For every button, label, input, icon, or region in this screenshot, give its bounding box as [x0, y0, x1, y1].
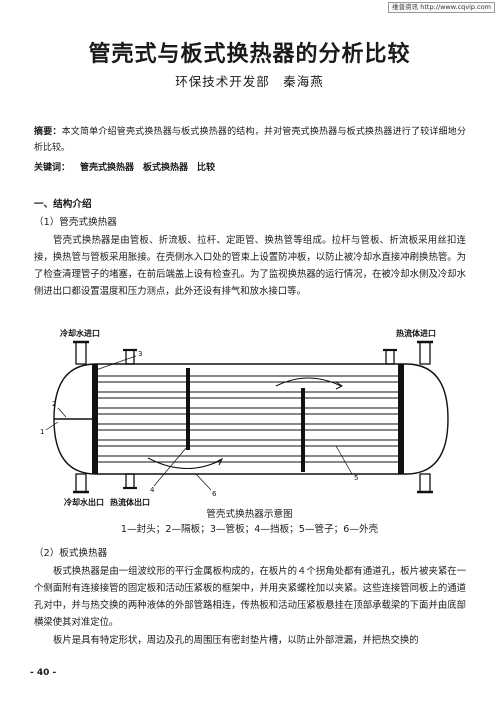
abstract-label: 摘要：	[34, 127, 62, 137]
source-watermark: 维普资讯 http://www.cqvip.com	[388, 2, 495, 13]
bottom-right-nozzle	[417, 473, 433, 494]
top-mid-nozzle-right	[383, 348, 397, 365]
article-title: 管壳式与板式换热器的分析比较	[88, 42, 411, 67]
label-hot-fluid-inlet: 热流体进口	[396, 328, 436, 338]
author-line: 环保技术开发部 秦海燕	[175, 74, 324, 89]
bottom-left-nozzle	[73, 473, 89, 494]
part-number-2: 2	[52, 400, 56, 408]
flow-arrows	[147, 377, 343, 469]
baffles	[186, 368, 305, 472]
label-hot-fluid-outlet: 热流体出口	[110, 497, 150, 507]
part-number-1: 1	[40, 428, 44, 436]
top-right-nozzle	[417, 340, 433, 365]
paragraph-plate-continued: 板片是具有特定形状，周边及孔的周围压有密封垫片槽，以防止外部泄漏，并把热交换的	[53, 635, 419, 646]
part-number-3: 3	[138, 350, 142, 358]
label-cooling-water-outlet: 冷却水出口	[64, 497, 104, 507]
part-number-5: 5	[354, 474, 358, 482]
shell	[53, 363, 449, 475]
keywords-value: 管壳式换热器 板式换热器 比较	[80, 163, 216, 173]
top-left-nozzle	[73, 340, 89, 365]
part-number-4: 4	[150, 486, 155, 494]
section-heading: 一、结构介绍	[34, 199, 92, 210]
top-mid-nozzle-left	[123, 348, 137, 365]
leader-lines	[45, 355, 353, 491]
abstract: 摘要：本文简单介绍管壳式换热器与板式换热器的结构，并对管壳式换热器与板式换热器进…	[34, 124, 466, 156]
figure-title: 管壳式换热器示意图	[206, 509, 293, 520]
page-number: - 40 -	[30, 668, 57, 678]
subsection-heading-plate: （2）板式换热器	[34, 548, 108, 559]
figure-caption: 1—封头；2—隔板；3—管板；4—挡板；5—管子；6—外壳	[120, 524, 379, 535]
part-number-6: 6	[212, 490, 217, 498]
keywords: 关键词： 管壳式换热器 板式换热器 比较	[34, 160, 466, 173]
subsection-heading-shell-tube: （1）管壳式换热器	[34, 217, 117, 228]
label-cooling-water-inlet: 冷却水进口	[60, 328, 100, 338]
heat-exchanger-diagram: 冷却水进口 热流体进口 冷却水出口 热流体出口 1 2 3 4 5 6	[40, 328, 449, 507]
paragraph-plate: 板式换热器是由一组波纹形的平行金属板构成的，在板片的４个拐角处都有通道孔，板片被…	[34, 566, 466, 628]
bottom-mid-nozzle	[123, 473, 137, 490]
tubes	[98, 375, 398, 463]
abstract-text: 本文简单介绍管壳式换热器与板式换热器的结构，并对管壳式换热器与板式换热器进行了较…	[34, 127, 466, 153]
paragraph-shell-tube: 管壳式换热器是由管板、折流板、拉杆、定距管、换热管等组成。拉杆与管板、折流板采用…	[34, 235, 466, 297]
keywords-label: 关键词：	[34, 163, 71, 173]
tube-sheets	[92, 364, 404, 474]
